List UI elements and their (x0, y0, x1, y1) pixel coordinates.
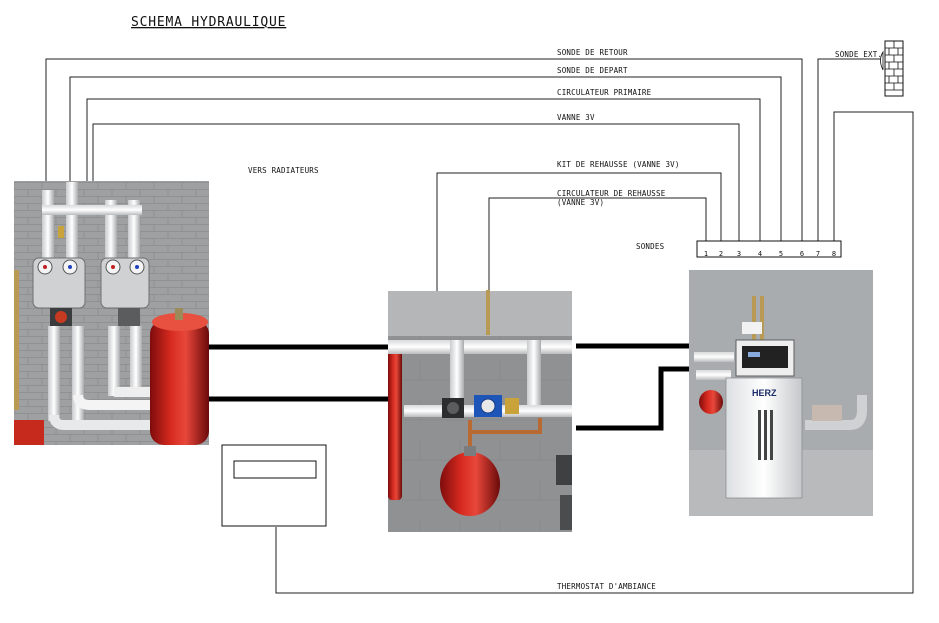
terminal-1: 1 (704, 250, 708, 258)
terminal-7: 7 (816, 250, 820, 258)
terminal-8: 8 (832, 250, 836, 258)
terminal-6: 6 (800, 250, 804, 258)
terminal-4: 4 (758, 250, 762, 258)
label-thermostat: THERMOSTAT D'AMBIANCE (557, 582, 656, 591)
outdoor-sensor-wall-icon (880, 40, 904, 97)
terminal-3: 3 (737, 250, 741, 258)
thermostat-display (233, 460, 317, 479)
label-circulateur-rehausse-vanne: (VANNE 3V) (557, 198, 604, 207)
label-sonde-depart: SONDE DE DEPART (557, 66, 628, 75)
label-circulateur-rehausse: CIRCULATEUR DE REHAUSSE (557, 189, 666, 198)
boiler-brand: HERZ (752, 388, 777, 398)
photo-boiler: HERZ (689, 270, 873, 516)
photo-collector-group (14, 181, 209, 445)
label-circulateur-primaire: CIRCULATEUR PRIMAIRE (557, 88, 652, 97)
terminal-block: 1 2 3 4 5 6 7 8 (696, 240, 842, 258)
hydraulic-pipes (208, 343, 689, 431)
label-kit-rehausse: KIT DE REHAUSSE (VANNE 3V) (557, 160, 680, 169)
label-vers-radiateurs: VERS RADIATEURS (248, 166, 319, 175)
diagram-title: SCHEMA HYDRAULIQUE (131, 15, 286, 30)
label-sonde-retour: SONDE DE RETOUR (557, 48, 628, 57)
label-sonde-ext: SONDE EXT. (835, 50, 882, 59)
photo-rehausse-kit (388, 290, 572, 532)
room-thermostat (221, 444, 327, 527)
label-sondes: SONDES (636, 242, 665, 251)
terminal-5: 5 (779, 250, 783, 258)
label-vanne-3v: VANNE 3V (557, 113, 595, 122)
terminal-2: 2 (719, 250, 723, 258)
